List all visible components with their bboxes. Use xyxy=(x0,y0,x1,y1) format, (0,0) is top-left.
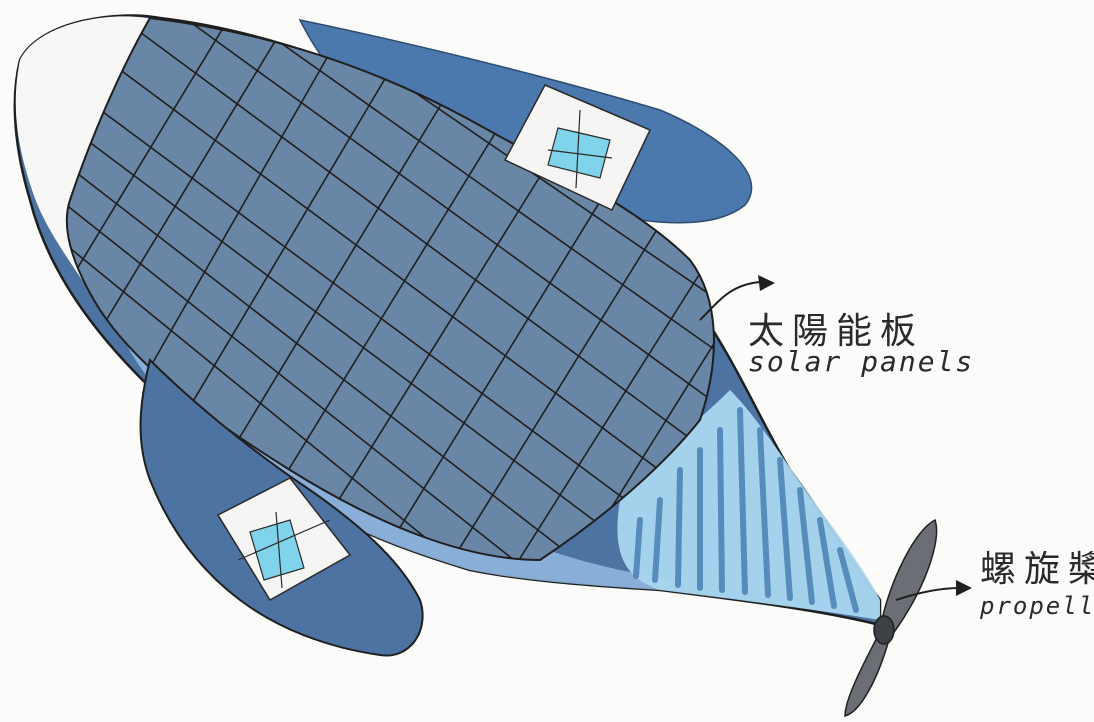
propeller-label-zh: 螺旋槳 xyxy=(980,549,1094,590)
propeller-icon xyxy=(844,518,938,717)
tail-section xyxy=(617,390,880,620)
solar-label-zh: 太陽能板 xyxy=(748,311,925,352)
window-icon xyxy=(503,84,652,211)
propeller-label-en: propeller xyxy=(980,592,1094,620)
arrow-icon xyxy=(699,281,761,321)
arrow-icon xyxy=(895,587,961,601)
solar-label-en: solar panels xyxy=(748,345,975,378)
panel-grid-lines xyxy=(66,18,714,560)
solar-panel-grid xyxy=(65,16,715,562)
window-icon xyxy=(216,477,352,602)
tail-stripes xyxy=(633,407,859,613)
